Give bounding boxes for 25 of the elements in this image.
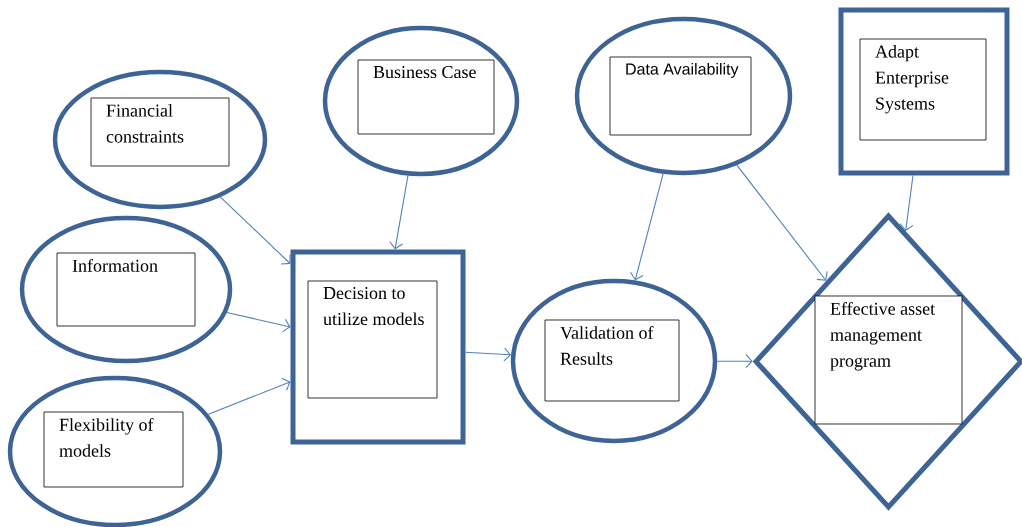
text-box: Validation of Results xyxy=(544,319,680,402)
text-box: Information xyxy=(56,252,196,327)
arrow xyxy=(716,354,753,369)
square-frame xyxy=(838,7,1010,176)
text-box: Adapt Enterprise Systems xyxy=(859,38,987,141)
text-box: Flexibility of models xyxy=(43,411,184,488)
text-box: Data Availability xyxy=(609,56,752,136)
arrow xyxy=(207,377,291,415)
arrow xyxy=(736,164,828,281)
ellipse-shape xyxy=(19,215,233,364)
text-box: Decision to utilize models xyxy=(307,280,438,399)
arrow xyxy=(630,173,664,281)
arrow xyxy=(464,347,512,362)
arrow xyxy=(219,196,291,265)
arrow xyxy=(226,311,291,333)
ellipse-shape xyxy=(574,16,793,176)
ellipse-shape xyxy=(52,69,268,210)
text-box: Financial constraints xyxy=(90,97,230,167)
arrow xyxy=(389,175,409,250)
text-box: Effective asset management program xyxy=(814,295,963,425)
ellipse-shape xyxy=(322,25,520,177)
ellipse-shape xyxy=(510,278,718,444)
text-box: Business Case xyxy=(357,59,495,135)
arrow xyxy=(899,174,914,232)
square-frame xyxy=(290,249,466,445)
